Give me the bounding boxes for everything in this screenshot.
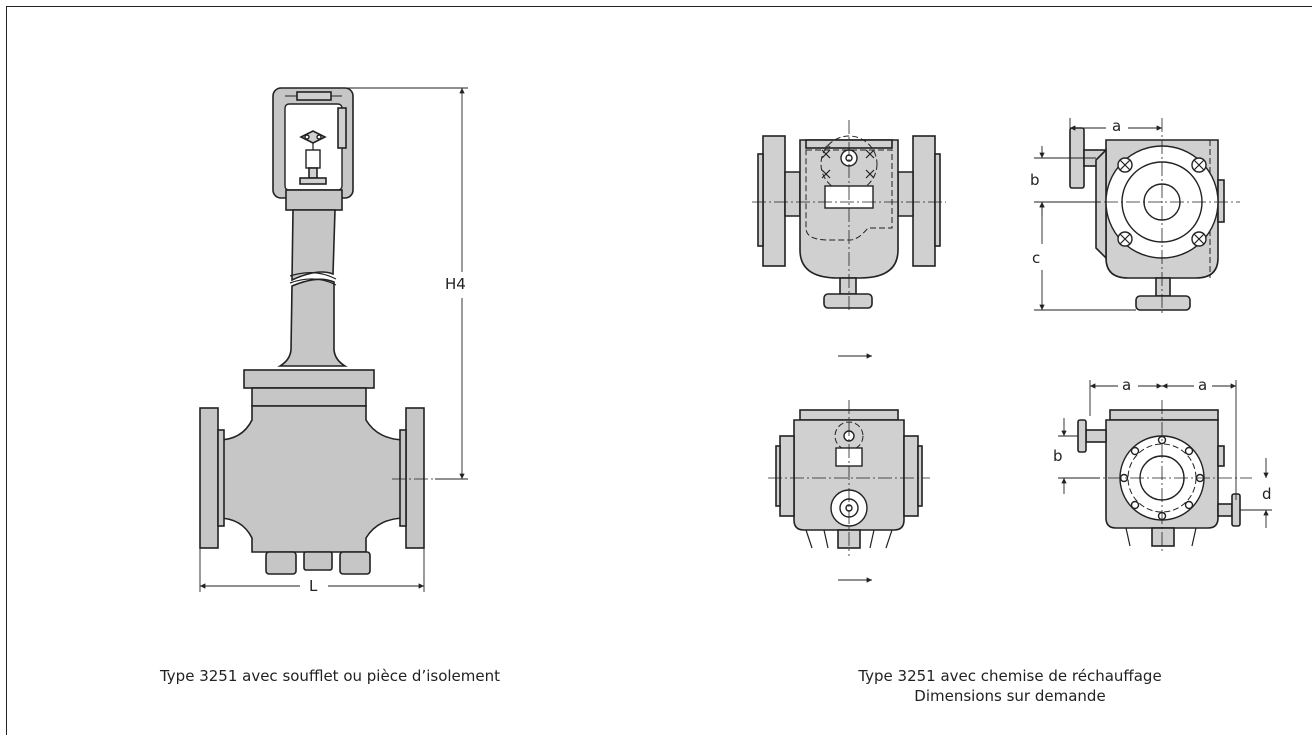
dimension-a-top-label: a (1112, 117, 1122, 135)
caption-right-line1: Type 3251 avec chemise de réchauffage (858, 667, 1162, 685)
caption-right-line2: Dimensions sur demande (914, 687, 1106, 705)
dimension-b-bottom-label: b (1053, 447, 1063, 465)
dimension-h4-label: H4 (445, 275, 466, 293)
dimension-b-top-label: b (1030, 171, 1040, 189)
svg-text:⌖: ⌖ (825, 142, 831, 153)
drawing-frame (6, 6, 1312, 735)
jacket-front-view-bottom (768, 400, 930, 583)
jacket-side-view-bottom (1058, 380, 1272, 552)
valve-bellows-drawing (199, 87, 468, 592)
dimension-d-bottom-label: d (1262, 485, 1272, 503)
jacket-front-view-top: ⌖ (752, 120, 946, 359)
dimension-c-top-label: c (1032, 249, 1041, 267)
dimension-a-bottom-right-label: a (1198, 376, 1208, 394)
dimension-a-bottom-left-label: a (1122, 376, 1132, 394)
caption-left: Type 3251 avec soufflet ou pièce d’isole… (159, 667, 501, 685)
dimension-l-label: L (309, 577, 318, 595)
jacket-side-view-top (1034, 118, 1240, 316)
